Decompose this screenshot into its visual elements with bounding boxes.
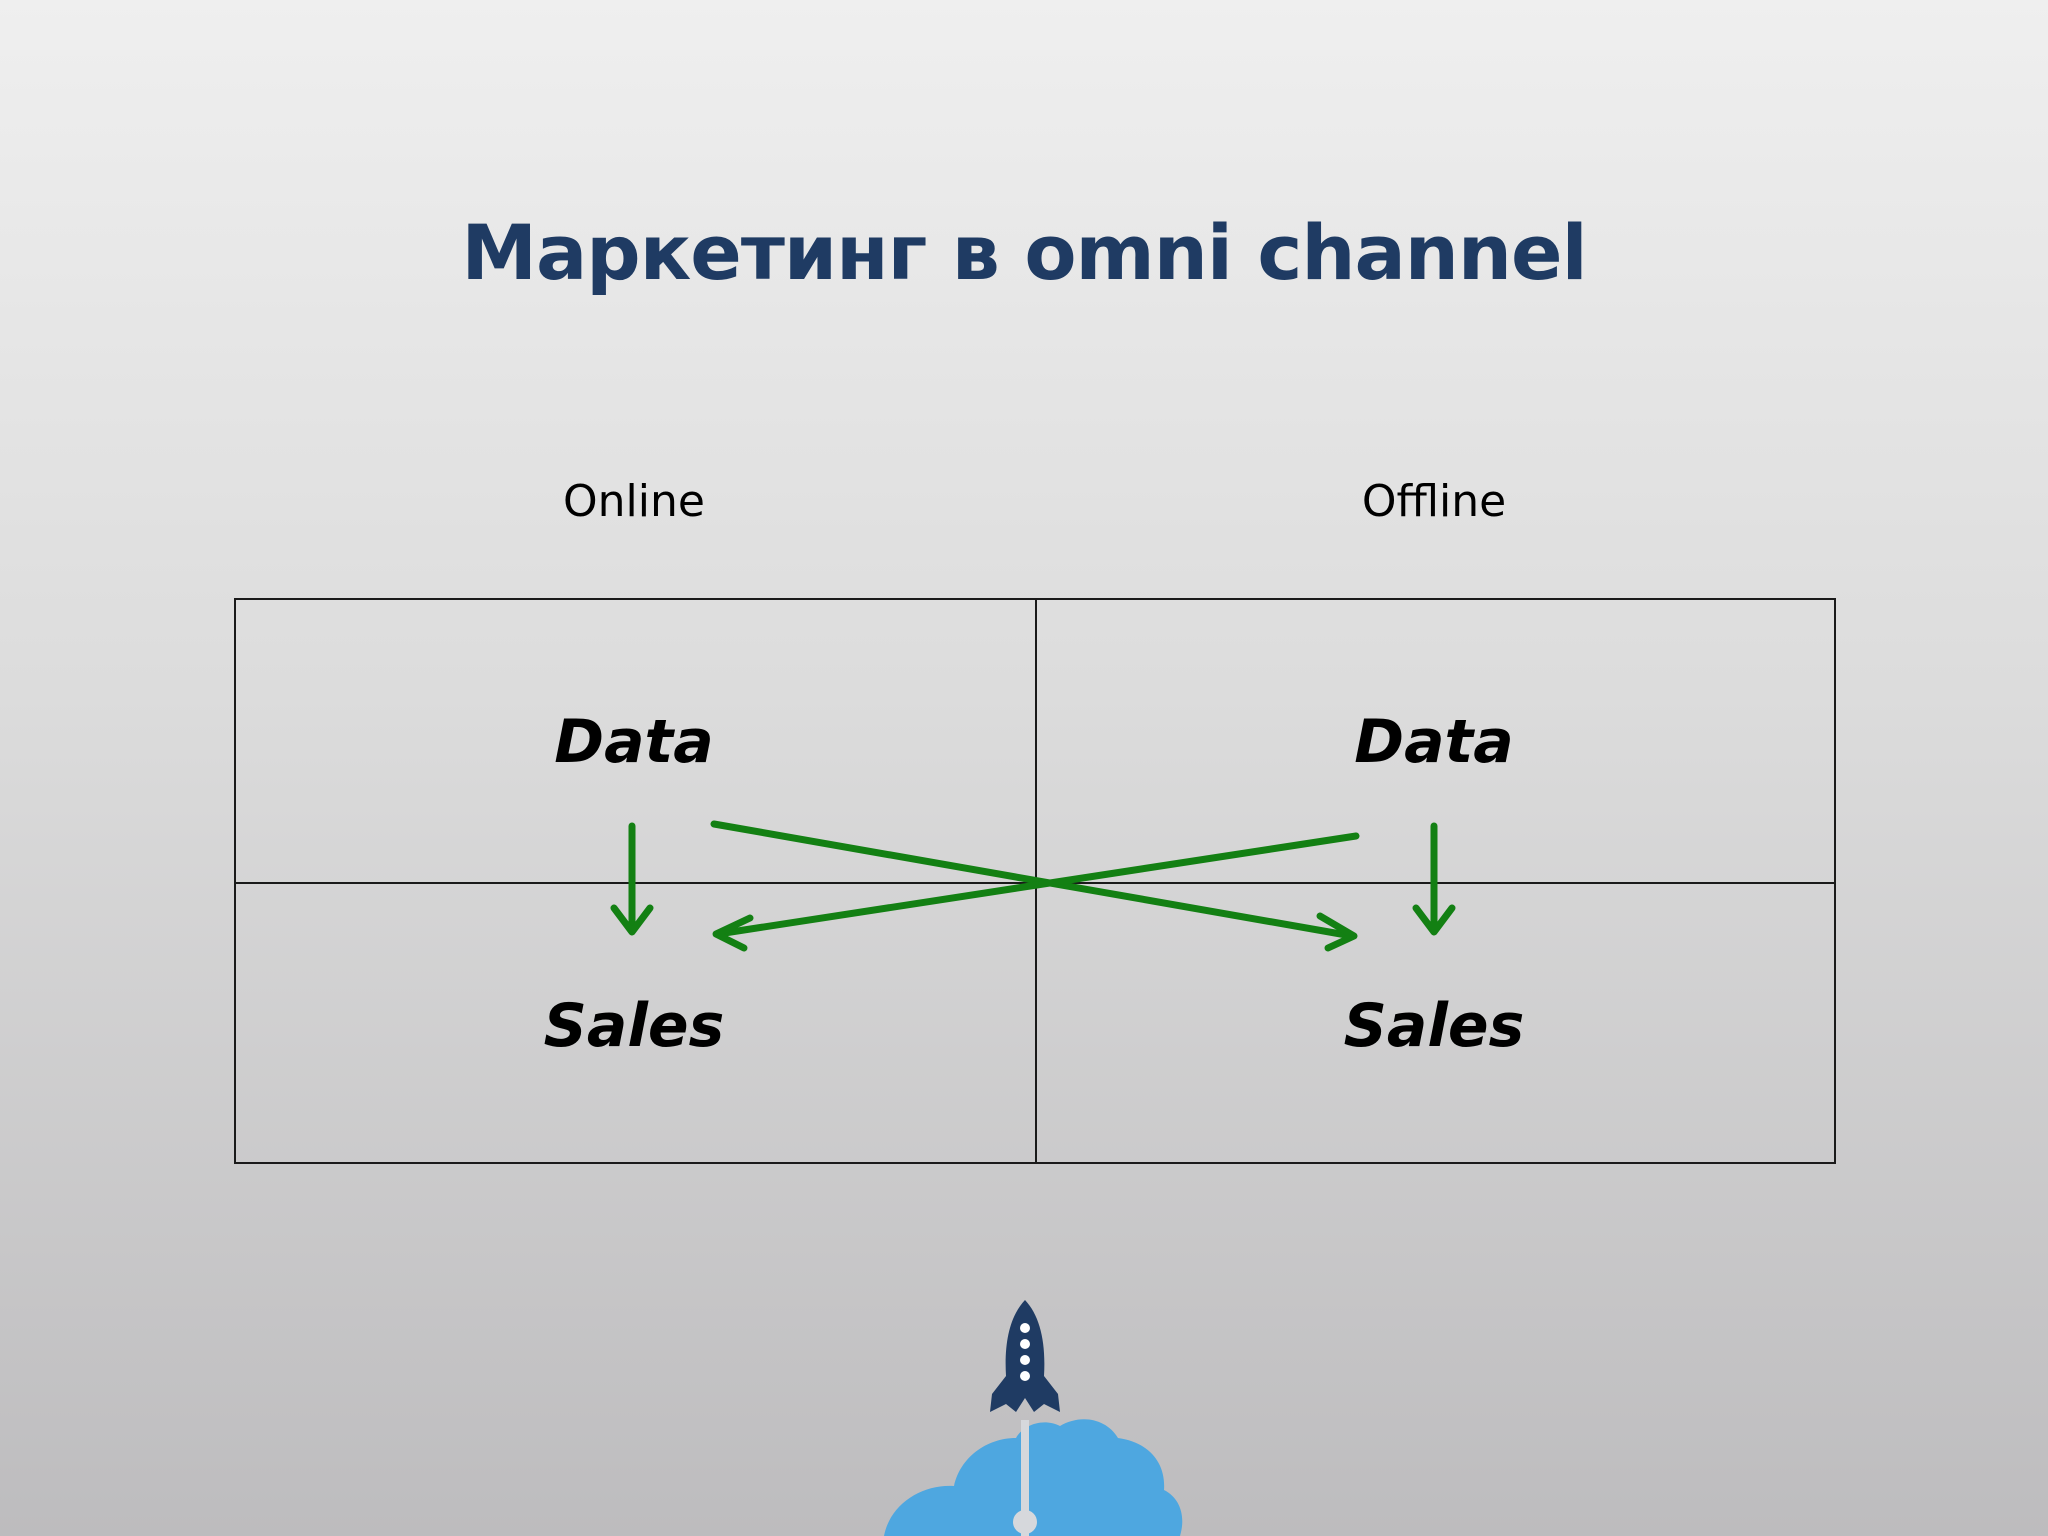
matrix-table <box>234 598 1836 1164</box>
rocket-cloud-icon <box>884 1300 1183 1536</box>
slide-title: Маркетинг в omni channel <box>461 208 1587 297</box>
cell-online-data: Data <box>554 707 714 777</box>
cell-offline-data: Data <box>1354 707 1514 777</box>
matrix-vertical-divider <box>1035 600 1037 1162</box>
column-label-offline: Offline <box>1361 476 1507 527</box>
cell-offline-sales: Sales <box>1343 991 1525 1061</box>
column-label-online: Online <box>563 476 705 527</box>
cell-online-sales: Sales <box>543 991 725 1061</box>
matrix-horizontal-divider <box>236 882 1834 884</box>
